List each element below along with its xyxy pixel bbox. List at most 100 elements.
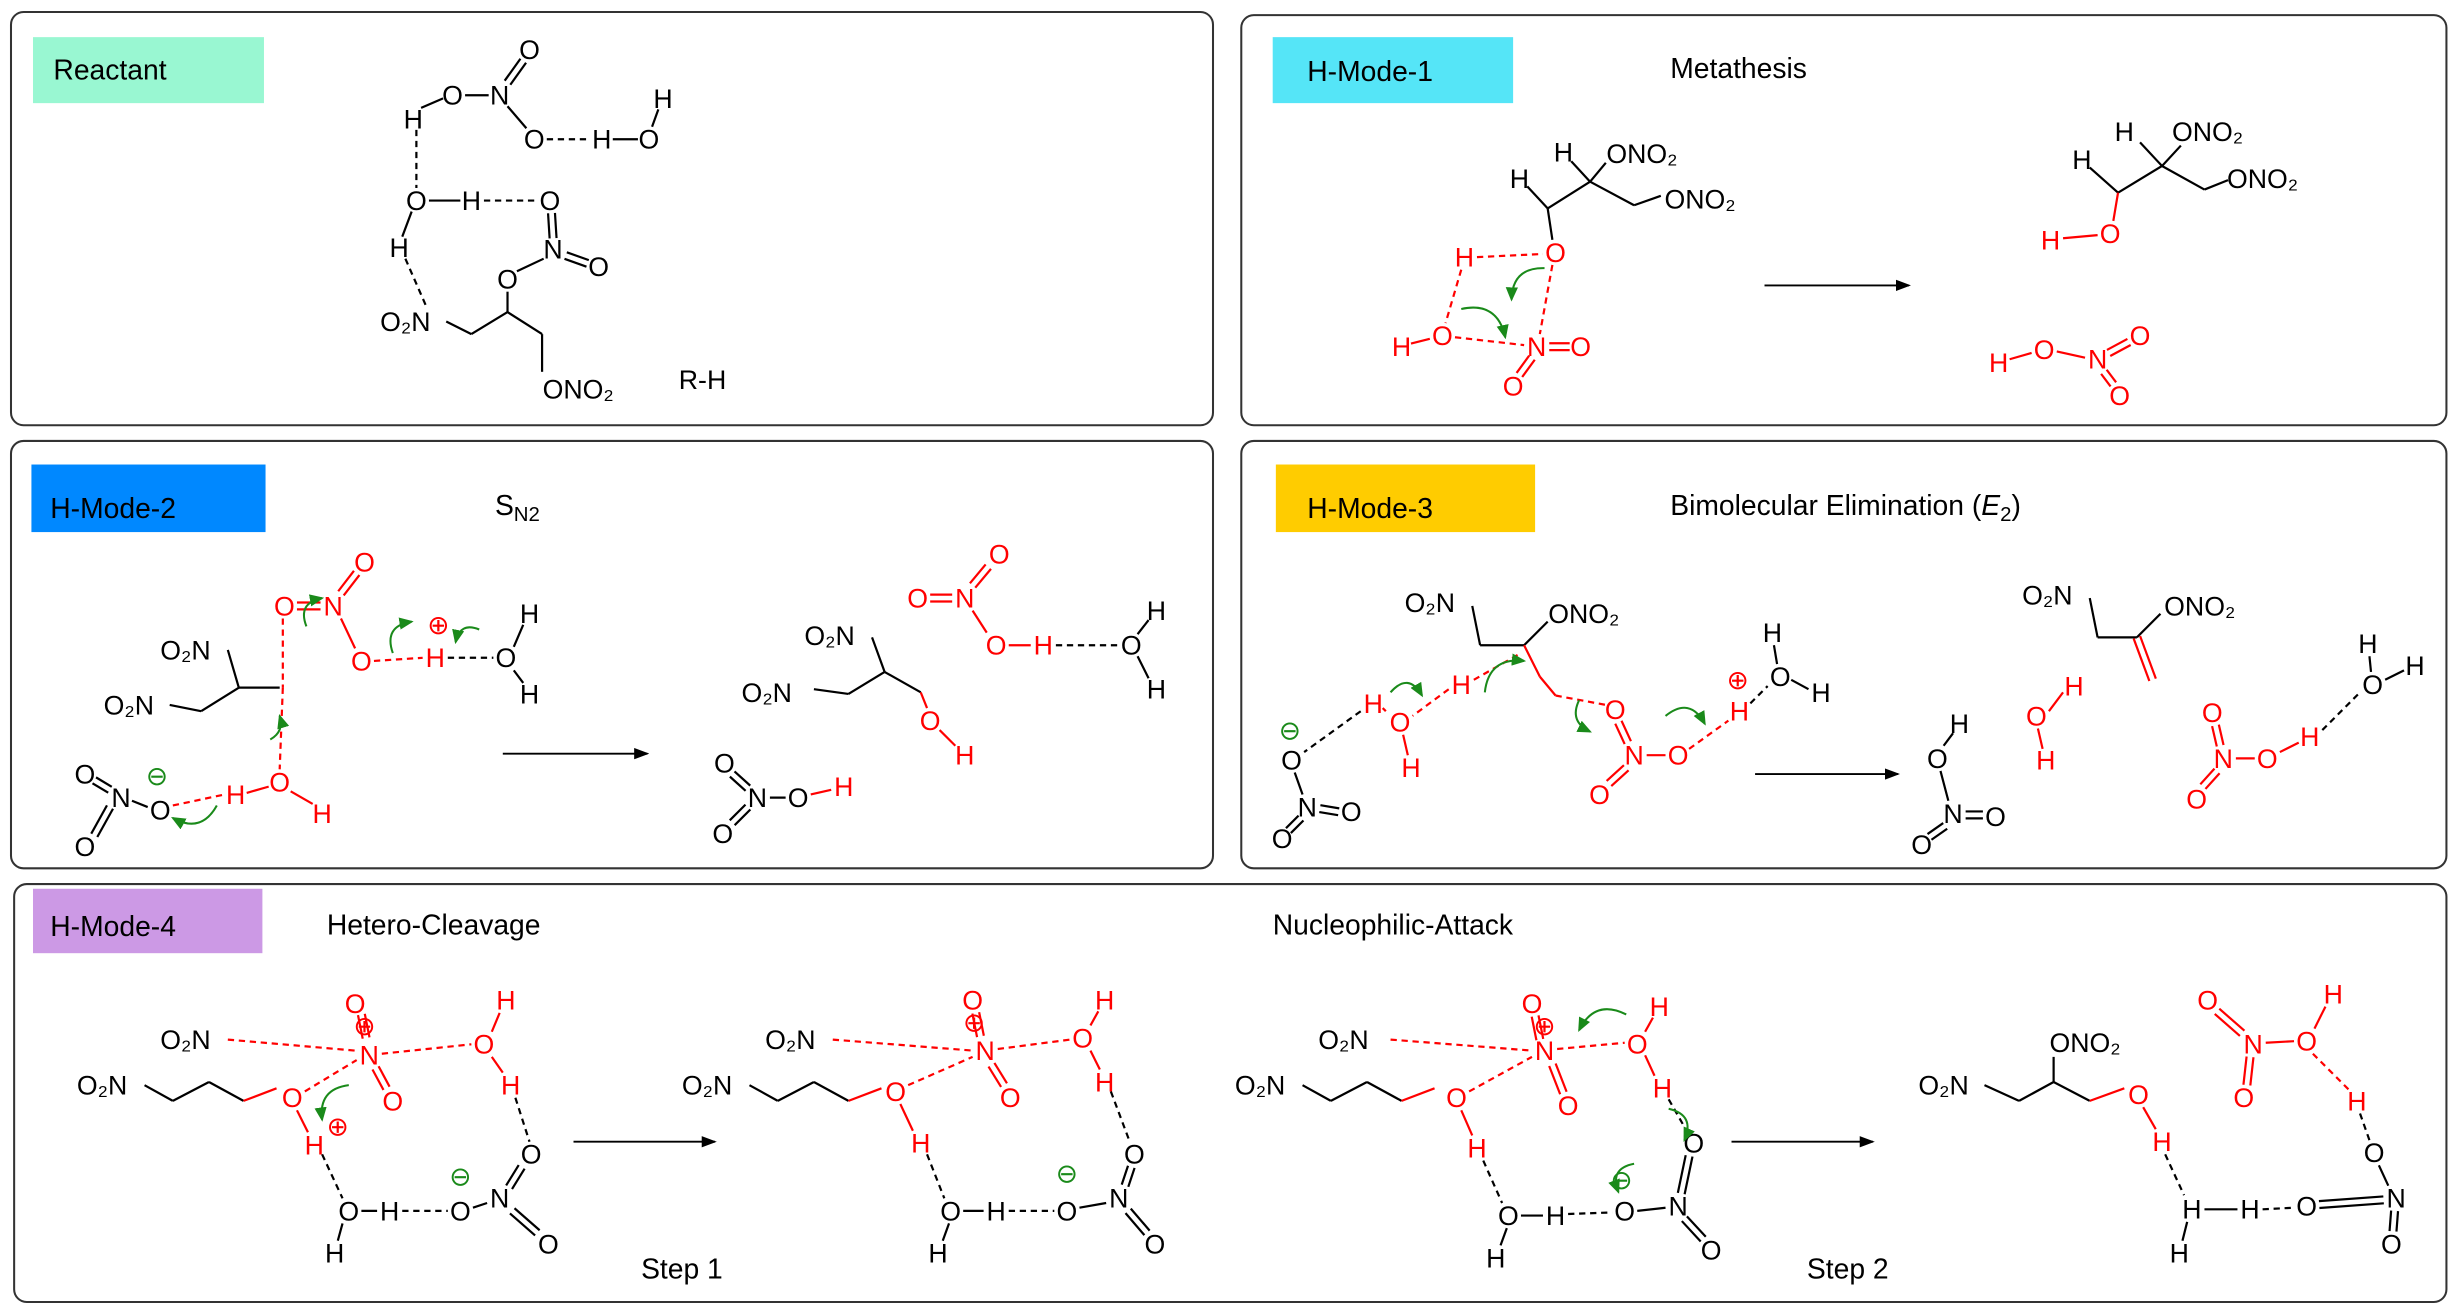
atom-label: O xyxy=(1121,631,1142,661)
atom-label: O xyxy=(538,1229,559,1259)
curved-arrow-icon xyxy=(1608,1162,1635,1194)
bond xyxy=(356,1014,364,1039)
bond xyxy=(1402,734,1409,756)
label-box-h-mode-1 xyxy=(1272,37,1514,104)
bond xyxy=(777,1081,815,1102)
atom-label: N xyxy=(976,1036,995,1066)
atom-label: O xyxy=(989,540,1010,570)
atom-label: O xyxy=(2026,701,2047,731)
bond xyxy=(2142,1106,2157,1130)
bond xyxy=(1644,1054,1656,1077)
bond xyxy=(1637,1206,1666,1212)
atom-label: O xyxy=(338,1196,359,1226)
atom-label: O xyxy=(150,796,171,826)
bond xyxy=(848,1087,882,1102)
hydrogen-bond xyxy=(1476,252,1544,259)
bond xyxy=(2319,1202,2384,1210)
atom-label: N xyxy=(955,584,974,614)
bond xyxy=(884,670,922,694)
atom-label: H xyxy=(1034,631,1053,661)
bond xyxy=(2181,1221,2189,1241)
bond xyxy=(420,97,444,109)
atom-label: H xyxy=(2358,629,2377,659)
atom-label: H xyxy=(1147,675,1166,705)
atom-label: H xyxy=(2115,117,2134,147)
atom-label: N xyxy=(2214,744,2233,774)
bond xyxy=(490,1056,504,1074)
atom-label: H xyxy=(1364,689,1383,719)
bond xyxy=(2100,373,2112,388)
atom-label: N xyxy=(1527,332,1546,362)
hydrogen-bond xyxy=(1667,1098,1689,1133)
bond xyxy=(1293,772,1304,795)
bond xyxy=(1984,1084,2020,1102)
step-2-label: Step 2 xyxy=(1807,1252,1889,1284)
atom-label: O xyxy=(282,1083,303,1113)
atom-label: H xyxy=(1763,618,1782,648)
bond xyxy=(733,770,751,787)
atom-label: O xyxy=(1701,1236,1722,1266)
atom-label: O xyxy=(1432,321,1453,351)
bond xyxy=(564,257,587,268)
atom-label: H xyxy=(462,186,481,216)
bond xyxy=(226,649,240,688)
atom-label: O xyxy=(2364,1138,2385,1168)
hydrogen-bond xyxy=(172,793,225,807)
bond xyxy=(2218,1007,2246,1032)
atom-label: O xyxy=(712,819,733,849)
atom-label: H xyxy=(1989,348,2008,378)
atom-label: ONO₂ xyxy=(2172,117,2243,147)
atom-label: O xyxy=(1545,238,1566,268)
bond xyxy=(1676,1154,1687,1194)
atom-label: H xyxy=(2347,1086,2366,1116)
bond xyxy=(2318,1195,2384,1203)
hydrogen-bond xyxy=(2312,1052,2350,1091)
bond xyxy=(470,311,509,336)
bond xyxy=(2265,1040,2295,1044)
atom-label: H xyxy=(496,986,515,1016)
bond xyxy=(1136,655,1150,679)
r-h-label: R-H xyxy=(679,365,726,395)
hydrogen-bond xyxy=(1468,1055,1533,1093)
bond xyxy=(2214,1013,2241,1037)
atom-label: O xyxy=(986,631,1007,661)
atom-label: O xyxy=(497,265,518,295)
atom-label: O₂N xyxy=(1918,1071,1968,1101)
bond xyxy=(1644,1017,1654,1033)
title-e2-sub: 2 xyxy=(2000,504,2011,526)
atom-label: O xyxy=(2130,321,2151,351)
bond xyxy=(1537,1015,1545,1040)
label-box-h-mode-2 xyxy=(31,464,266,533)
hydrogen-bond xyxy=(1538,264,1554,335)
bond xyxy=(1320,804,1340,810)
atom-label: O xyxy=(639,125,660,155)
bond xyxy=(813,1081,849,1102)
atom-label: H xyxy=(2240,1195,2259,1225)
bond xyxy=(1614,723,1626,745)
bond xyxy=(733,808,752,826)
hydrogen-bond xyxy=(1482,1160,1504,1204)
atom-label: H xyxy=(1452,670,1471,700)
bond xyxy=(1589,180,1635,207)
bond xyxy=(2036,728,2044,750)
bond xyxy=(2395,1211,2400,1232)
title-e2-pre: Bimolecular Elimination ( xyxy=(1670,489,1982,521)
bond xyxy=(339,618,357,649)
bond xyxy=(813,688,849,696)
atom-label: O xyxy=(2362,670,2383,700)
atom-label: O₂N xyxy=(1235,1071,1285,1101)
atom-label: N xyxy=(490,1184,509,1214)
atom-label: ONO₂ xyxy=(1606,139,1677,169)
atom-label: H xyxy=(2300,722,2319,752)
bond xyxy=(2089,166,2119,194)
atom-label: H xyxy=(426,643,445,673)
bond xyxy=(1410,337,1431,345)
bond xyxy=(1124,1212,1146,1236)
atom-label: O xyxy=(1770,662,1791,692)
hydrogen-bond xyxy=(1749,685,1769,705)
bond xyxy=(2106,337,2128,351)
atom-label: H xyxy=(501,1071,520,1101)
atom-label: H xyxy=(1510,164,1529,194)
bond xyxy=(847,670,886,695)
